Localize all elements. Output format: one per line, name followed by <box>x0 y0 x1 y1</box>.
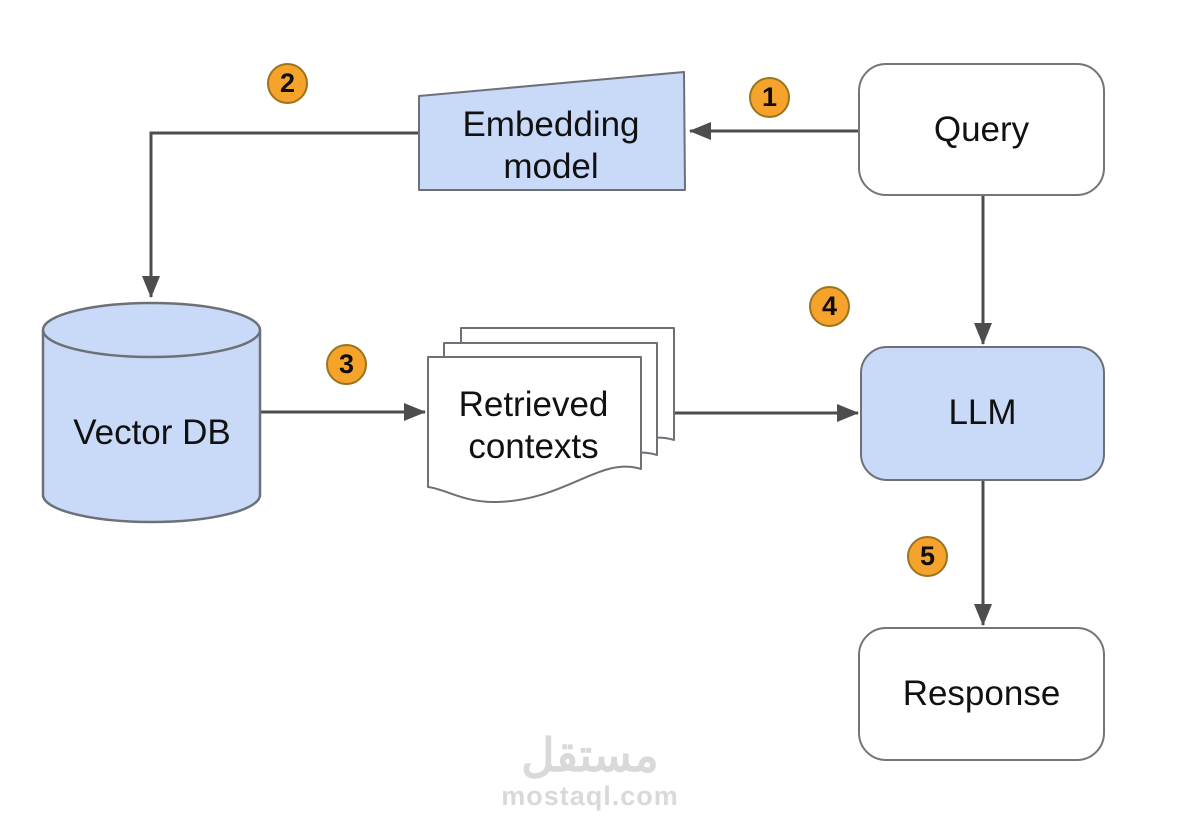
step-badge-2: 2 <box>267 63 308 104</box>
step-badge-5: 5 <box>907 536 948 577</box>
node-vector-db-body <box>41 330 262 524</box>
query-label: Query <box>933 110 1030 149</box>
response-label: Response <box>902 674 1061 713</box>
watermark-domain: mostaql.com <box>501 781 679 811</box>
step-badge-3: 3 <box>326 344 367 385</box>
llm-label: LLM <box>948 393 1017 432</box>
node-embedding-model <box>418 71 686 191</box>
vector-db-label: Vector DB <box>73 413 231 452</box>
node-query <box>858 63 1105 196</box>
step-badge-4: 4 <box>809 286 850 327</box>
watermark-logo: مستقل <box>521 729 659 781</box>
retrieved-contexts-label: Retrieved contexts <box>458 385 609 466</box>
embedding-model-label: Embedding model <box>462 105 640 186</box>
node-response <box>858 627 1105 761</box>
arrow-embedding-to-vectordb <box>142 131 419 298</box>
node-vector-db-top <box>41 301 262 359</box>
node-retrieved-contexts-doc-front <box>427 356 642 504</box>
step-badge-1: 1 <box>749 77 790 118</box>
node-llm <box>860 346 1105 481</box>
